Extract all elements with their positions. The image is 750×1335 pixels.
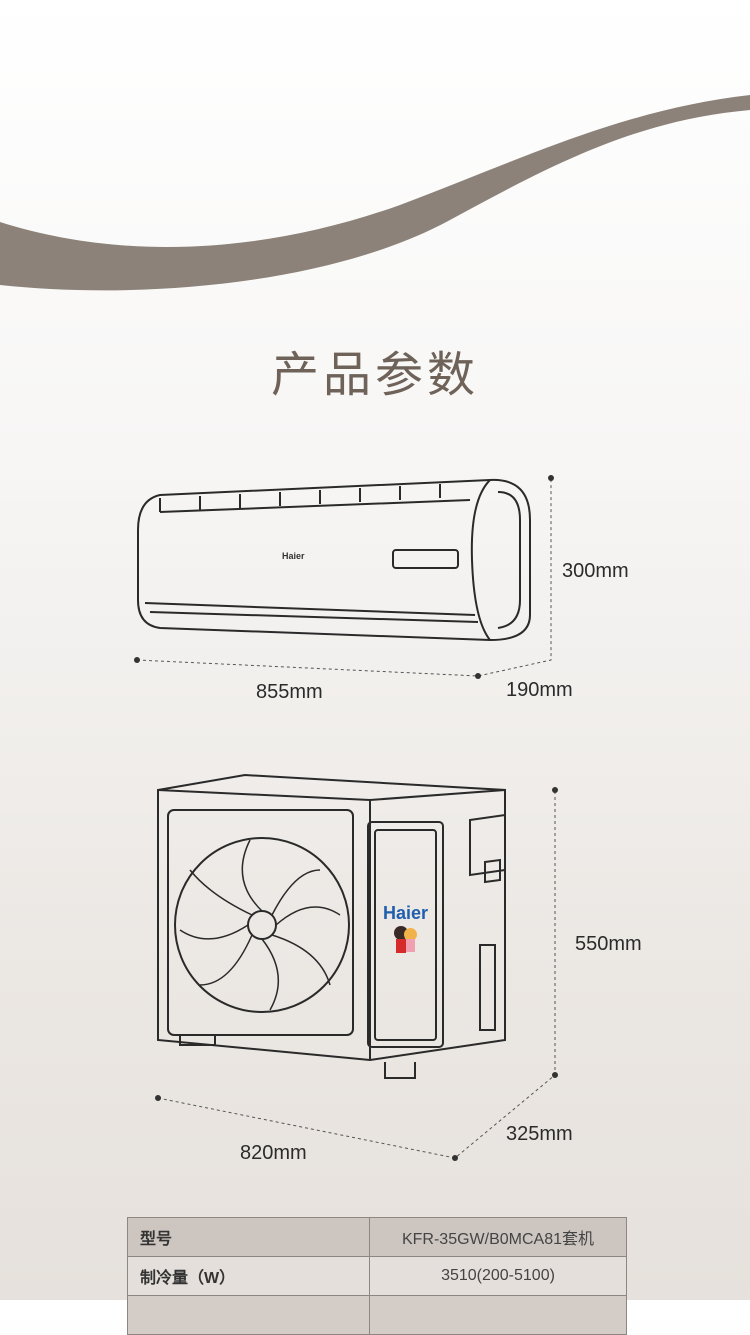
spec-label: 制冷量（W） xyxy=(127,1256,370,1296)
table-row: 制冷量（W）3510(200-5100) xyxy=(127,1256,627,1296)
mascot-icon xyxy=(392,926,422,954)
table-row xyxy=(127,1295,627,1335)
spec-value xyxy=(369,1295,627,1335)
indoor-brand-logo: Haier xyxy=(282,551,305,561)
spec-label xyxy=(127,1295,370,1335)
indoor-width-label: 855mm xyxy=(256,681,323,703)
indoor-depth-label: 190mm xyxy=(506,679,573,701)
indoor-height-label: 300mm xyxy=(562,560,629,582)
spec-value: 3510(200-5100) xyxy=(369,1256,627,1296)
outdoor-width-label: 820mm xyxy=(240,1142,307,1164)
indoor-unit-drawing xyxy=(134,475,558,1161)
outdoor-depth-label: 325mm xyxy=(506,1123,573,1145)
spec-value: KFR-35GW/B0MCA81套机 xyxy=(369,1217,627,1257)
outdoor-height-label: 550mm xyxy=(575,933,642,955)
outdoor-brand-logo: Haier xyxy=(383,903,429,923)
decorative-wave xyxy=(0,95,750,291)
page-title: 产品参数 xyxy=(270,347,479,403)
spec-label: 型号 xyxy=(127,1217,370,1257)
